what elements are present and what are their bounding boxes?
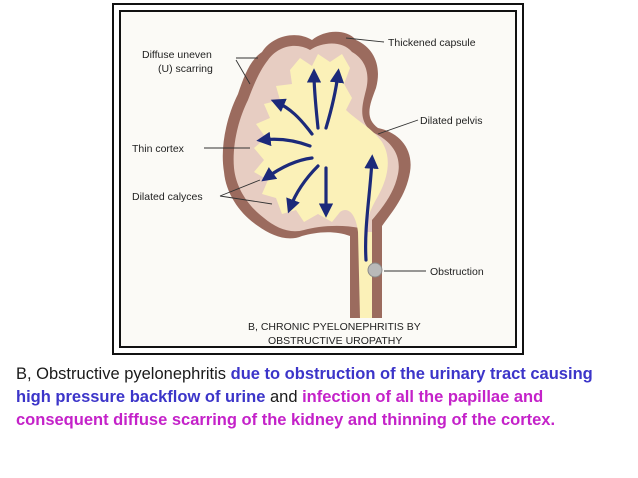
label-dilated-pelvis: Dilated pelvis <box>420 115 482 127</box>
caption-line2: OBSTRUCTIVE UROPATHY <box>268 335 402 347</box>
backflow-arrows <box>256 68 379 262</box>
backflow-arrow-ureter <box>364 154 379 262</box>
label-thin-cortex: Thin cortex <box>132 143 185 155</box>
label-dilated-calyces: Dilated calyces <box>132 191 203 203</box>
description-segment-consequence: infection of all the papillae and conseq… <box>16 388 556 429</box>
leader-diffuse-scarring-2 <box>235 59 251 85</box>
backflow-arrow-upper-left <box>270 98 314 136</box>
kidney-diagram: Diffuse uneven (U) scarring Thickened ca… <box>132 31 484 347</box>
leader-lines <box>204 37 426 272</box>
label-thickened-capsule: Thickened capsule <box>388 37 476 49</box>
backflow-arrow-mid-left <box>256 131 312 148</box>
description-segment-plain: B, Obstructive pyelonephritis <box>16 365 231 383</box>
label-diffuse-scarring-line1: Diffuse uneven <box>142 49 212 61</box>
backflow-arrow-lower-left <box>261 156 314 182</box>
ureter-shape <box>360 232 372 318</box>
obstruction-stone <box>367 262 383 278</box>
leader-thickened-capsule <box>345 37 385 43</box>
description-segment-mechanism: due to obstruction of the urinary tract … <box>16 365 593 406</box>
label-diffuse-scarring-line2: (U) scarring <box>158 63 213 75</box>
leader-dilated-calyces-1 <box>219 179 261 197</box>
leader-dilated-pelvis <box>377 119 419 135</box>
leader-dilated-calyces-2 <box>219 195 273 205</box>
backflow-arrow-top-2 <box>324 68 345 130</box>
description-text: B, Obstructive pyelonephritis due to obs… <box>16 363 626 432</box>
backflow-arrow-top-1 <box>306 68 322 130</box>
dilated-pelvis-shape <box>254 54 388 318</box>
label-obstruction: Obstruction <box>430 266 484 278</box>
description-segment-conjunction: and <box>265 388 303 406</box>
backflow-arrow-bottom-left <box>286 164 320 214</box>
caption-line1: B, CHRONIC PYELONEPHRITIS BY <box>248 321 421 333</box>
